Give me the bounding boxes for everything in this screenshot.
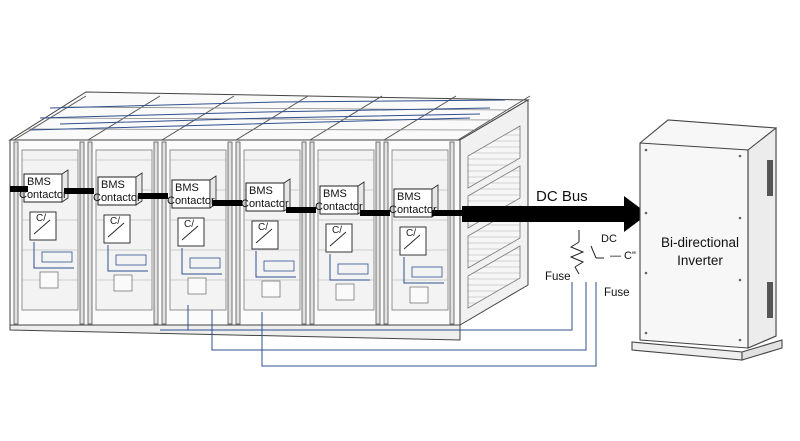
battery-bay <box>13 141 85 325</box>
bms-label: BMS <box>27 176 51 188</box>
bms-label: BMS <box>249 185 273 197</box>
battery-bay <box>383 141 455 325</box>
bms-label: BMS <box>323 188 347 200</box>
contactor-symbol-label: C/ <box>406 228 416 239</box>
contactor-label: Contactor <box>19 189 67 201</box>
contactor-label: Contactor <box>241 198 289 210</box>
inverter-label-line2: Inverter <box>677 253 723 268</box>
dc-bus <box>10 186 462 216</box>
inverter-label: Bi-directional Inverter <box>650 234 750 270</box>
contactor-symbol-label: C/ <box>332 225 342 236</box>
bms-label: BMS <box>175 182 199 194</box>
contactor-symbol-label: C/ <box>184 219 194 230</box>
dc-bus-arrow <box>462 196 648 232</box>
rack-top-details <box>13 95 531 141</box>
battery-bay <box>161 141 233 325</box>
fuse-label-right: Fuse <box>604 287 630 299</box>
bms-label: BMS <box>101 179 125 191</box>
contactor-label: Contactor <box>389 204 437 216</box>
battery-bays <box>13 141 455 325</box>
dc-bus-label: DC Bus <box>536 188 588 205</box>
contactor-label: Contactor <box>93 192 141 204</box>
inverter-screws <box>644 148 742 342</box>
contactor-symbol-label: C/ <box>258 222 268 233</box>
inverter-label-line1: Bi-directional <box>660 235 740 250</box>
contactor-label: Contactor <box>315 201 363 213</box>
battery-bay <box>87 141 159 325</box>
return-wiring <box>160 282 597 367</box>
battery-bay <box>309 141 381 325</box>
battery-bay <box>235 141 307 325</box>
dc-contactor-label: DC <box>601 233 617 245</box>
contactor-symbol-label: C/ <box>110 216 120 227</box>
contactor-label: Contactor <box>167 195 215 207</box>
dc-contactor-symbol-label: — C" <box>610 250 636 262</box>
contactor-symbol-label: C/ <box>36 213 46 224</box>
fuse-label-left: Fuse <box>545 271 571 283</box>
bms-label: BMS <box>397 191 421 203</box>
fuse-symbol <box>569 230 604 275</box>
inverter-cabinet <box>631 119 783 361</box>
